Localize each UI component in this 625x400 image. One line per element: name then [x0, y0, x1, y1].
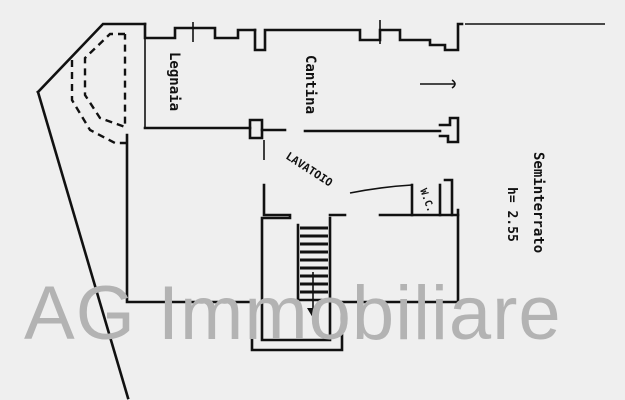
staircase — [296, 223, 330, 318]
height-label: h= 2.55 — [504, 187, 519, 242]
watermark-text: AG Immobiliare — [24, 271, 562, 356]
level-label: Seminterrato — [530, 152, 546, 253]
lot-boundary — [36, 22, 605, 400]
lower-walls — [125, 133, 460, 352]
room-label-lavatoio: LAVATOIO — [283, 150, 335, 190]
room-label-cantina: Cantina — [302, 55, 318, 114]
stair-direction-arrow-icon — [307, 308, 319, 318]
room-label-legnaia: Legnaia — [166, 52, 182, 111]
top-walls — [143, 20, 464, 128]
dashed-outline — [70, 32, 128, 145]
room-label-wc: W.C. — [417, 187, 436, 213]
middle-walls — [143, 79, 460, 160]
